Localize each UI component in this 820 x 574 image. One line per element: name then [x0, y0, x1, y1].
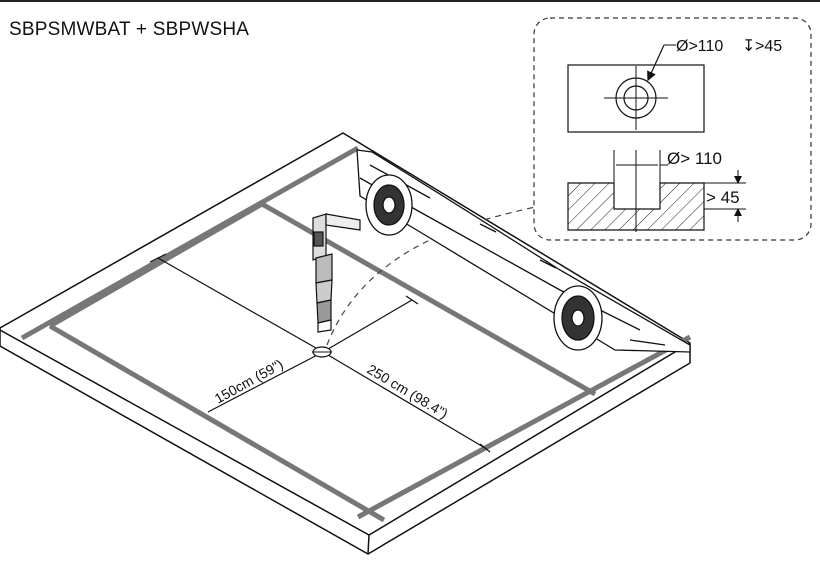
car-illustration: [356, 149, 691, 353]
section-depth-label: > 45: [706, 188, 740, 207]
ground-anchor-point: [312, 346, 332, 358]
dimension-lines: [149, 253, 491, 453]
foundation-detail: Ø>110 ↧ >45 Ø> 110 > 45: [533, 17, 812, 241]
section-view: [567, 150, 746, 232]
charging-pedestal: [312, 213, 361, 333]
depth-symbol-icon: ↧: [742, 38, 755, 55]
plan-depth-label: >45: [755, 38, 782, 55]
top-rule: [0, 0, 820, 2]
diagram-title: SBPSMWBAT + SBPWSHA: [9, 19, 250, 40]
section-diameter-label: Ø> 110: [667, 149, 722, 168]
ground-slab: [0, 132, 691, 555]
plan-diameter-label: Ø>110: [676, 38, 723, 55]
